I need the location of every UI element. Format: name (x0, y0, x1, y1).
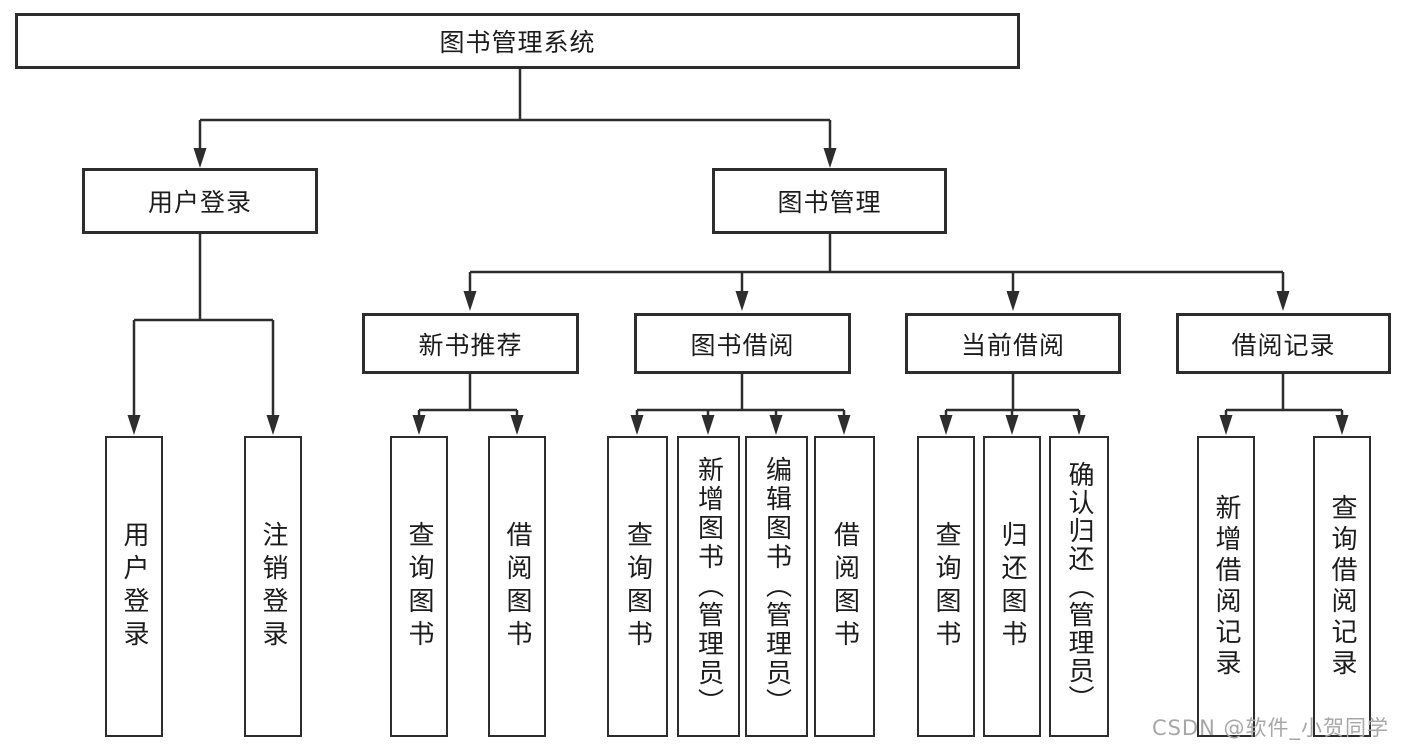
leaf-current-return-books: 归还图书 (983, 436, 1041, 737)
leaf-borrow-add-books-admin: 新增图书（管理员） (677, 436, 740, 737)
node-new-book-recommend: 新书推荐 (362, 313, 579, 374)
leaf-recommend-query-books: 查询图书 (390, 436, 448, 737)
csdn-watermark: CSDN @软件_小贺同学 (1151, 716, 1389, 740)
leaf-current-confirm-return-admin: 确认归还（管理员） (1049, 436, 1109, 737)
leaf-records-add-borrow-record: 新增借阅记录 (1197, 436, 1255, 737)
leaf-borrow-query-books: 查询图书 (607, 436, 668, 737)
leaf-borrow-borrow-books: 借阅图书 (814, 436, 875, 737)
leaf-borrow-edit-books-admin: 编辑图书（管理员） (745, 436, 808, 737)
leaf-current-query-books: 查询图书 (917, 436, 975, 737)
node-book-management: 图书管理 (712, 168, 947, 234)
node-borrow-records: 借阅记录 (1176, 313, 1391, 374)
node-library-management-system: 图书管理系统 (15, 13, 1020, 69)
leaf-login-user-login: 用户登录 (105, 436, 163, 737)
node-current-borrow: 当前借阅 (905, 313, 1121, 374)
node-user-login: 用户登录 (82, 168, 318, 234)
leaf-records-query-borrow-record: 查询借阅记录 (1313, 436, 1371, 737)
node-book-borrow: 图书借阅 (634, 313, 851, 374)
leaf-login-logout: 注销登录 (244, 436, 302, 737)
leaf-recommend-borrow-books: 借阅图书 (488, 436, 546, 737)
